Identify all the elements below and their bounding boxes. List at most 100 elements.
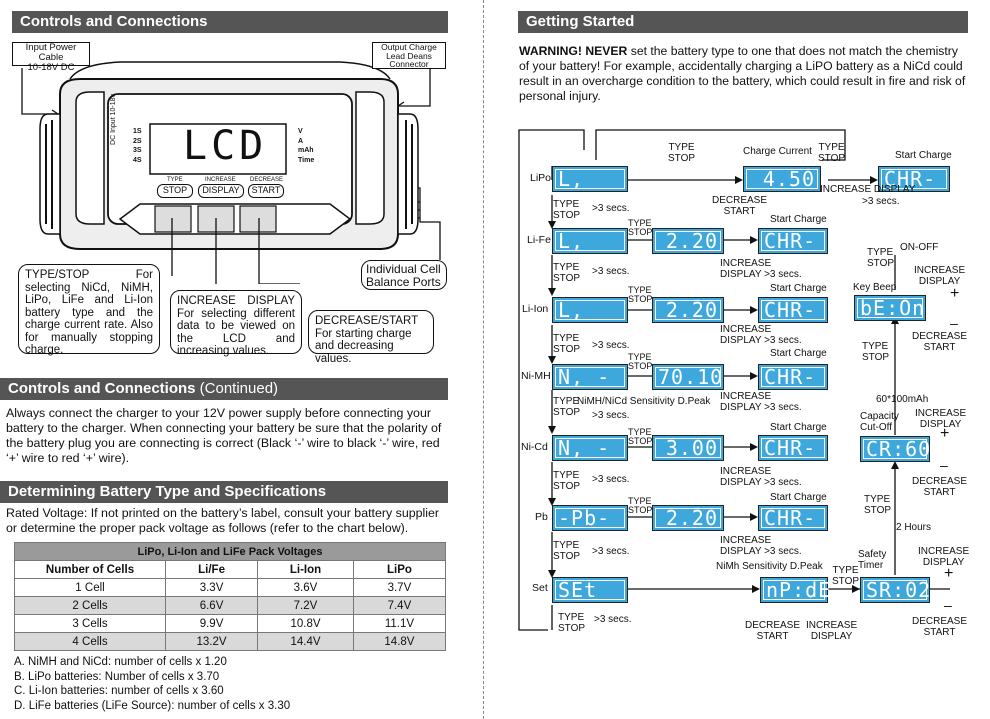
lbl-type-stop-4: TYPE STOP	[553, 396, 581, 418]
lcd-charge-nicd: CHR-	[758, 435, 828, 461]
btn-small-increase: INCREASE	[205, 177, 236, 183]
lbl-start-charge-pb: Start Charge	[770, 492, 827, 503]
output-charge-callout: Output Charge Lead Deans Connector	[372, 42, 446, 69]
table-cell: 3.7V	[352, 578, 447, 597]
lbl-3s-bottom: >3 secs.	[594, 614, 632, 625]
note-a: A. NiMH and NiCd: number of cells x 1.20	[14, 656, 227, 668]
table-header-life: Li/Fe	[164, 560, 259, 579]
lbl-dec-cap: DECREASE START	[912, 476, 968, 498]
lbl-two-hours: 2 Hours	[896, 522, 932, 533]
warning-bold: WARNING! NEVER	[519, 44, 628, 58]
lbl-cap-val: 60*100mAh	[876, 394, 929, 405]
lbl-key-beep: Key Beep	[853, 282, 897, 293]
btn-display[interactable]: DISPLAY	[198, 184, 244, 198]
lbl-3s-5: >3 secs.	[592, 474, 630, 485]
lbl-type-stop-set: TYPE STOP	[832, 565, 860, 587]
lbl-type-stop-top: TYPE STOP	[668, 142, 696, 164]
lcd-type-liion: L, Io	[552, 297, 628, 346]
mode-life: Li-Fe	[527, 234, 551, 246]
plus-cap: +	[940, 425, 950, 442]
getting-started-header: Getting Started	[518, 11, 968, 33]
lcd-type-life: L, FE	[552, 228, 628, 277]
lbl-inc-beep: INCREASE DISPLAY	[914, 265, 966, 287]
lcd-charge-life: CHR-	[758, 228, 828, 254]
lbl-type-stop-nimh: TYPE STOP	[628, 352, 653, 371]
table-cell: 9.9V	[164, 614, 259, 633]
lcd-type-pb: -Pb-	[552, 505, 628, 531]
label-2s: 2S	[133, 137, 142, 145]
lcd-charge-pb: CHR-	[758, 505, 828, 531]
lbl-type-stop-beep: TYPE STOP	[867, 247, 895, 269]
lcd-charge-lipo: CHR-	[878, 166, 950, 192]
mode-set: Set	[532, 582, 548, 594]
type-stop-callout: TYPE/STOP For selecting NiCd, NiMH, LiPo…	[18, 264, 160, 356]
lbl-type-stop-1: TYPE STOP	[553, 199, 581, 221]
btn-stop[interactable]: STOP	[157, 184, 193, 198]
table-cell: 10.8V	[257, 614, 354, 633]
lcd-charge-nimh: CHR-	[758, 364, 828, 390]
table-caption: LiPo, Li-Ion and LiFe Pack Voltages	[14, 542, 446, 561]
input-power-callout: Input Power Cable 10-18V DC	[12, 42, 90, 73]
btn-start[interactable]: START	[248, 184, 284, 198]
lbl-type-stop-cap: TYPE STOP	[862, 341, 890, 363]
mode-lipo: LiPo	[530, 172, 552, 184]
lbl-start-charge-nicd: Start Charge	[770, 422, 827, 433]
lbl-capacity: Capacity Cut-Off	[860, 411, 899, 433]
lbl-type-stop-safety: TYPE STOP	[864, 494, 892, 516]
lbl-dec-npde: DECREASE START	[745, 620, 801, 642]
charger-illustration	[21, 61, 441, 284]
lbl-start-charge-lipo: Start Charge	[895, 150, 952, 161]
lbl-type-stop-liion: TYPE STOP	[628, 285, 653, 304]
lbl-inc-nimh: INCREASE DISPLAY >3 secs.	[720, 391, 802, 413]
mode-liion: Li-Ion	[522, 303, 549, 315]
label-1s: 1S	[133, 128, 142, 135]
continued-suffix: (Continued)	[199, 380, 279, 397]
lbl-sens-set: NiMh Sensitivity D.Peak	[716, 561, 823, 572]
note-b: B. LiPo batteries: Number of cells x 3.7…	[14, 670, 220, 683]
label-v: V	[298, 128, 303, 135]
table-cell: 11.1V	[352, 614, 447, 633]
voltage-notes: A. NiMH and NiCd: number of cells x 1.20…	[14, 655, 290, 713]
column-divider	[483, 0, 484, 719]
lbl-type-stop-life: TYPE STOP	[628, 218, 653, 237]
lbl-inc-pb: INCREASE DISPLAY >3 secs.	[720, 535, 802, 557]
lbl-decrease-start-lipo: DECREASE START	[712, 195, 768, 217]
lbl-charge-current: Charge Current	[743, 146, 812, 157]
lbl-type-stop-nicd: TYPE STOP	[628, 427, 653, 446]
lbl-dec-beep: DECREASE START	[912, 331, 968, 353]
lbl-start-charge-life: Start Charge	[770, 214, 827, 225]
table-cell: 14.4V	[257, 632, 354, 651]
lbl-start-charge-liion: Start Charge	[770, 283, 827, 294]
continued-text: Always connect the charger to your 12V p…	[6, 406, 442, 465]
table-cell: 14.8V	[352, 632, 447, 651]
continued-header: Controls and Connections (Continued)	[0, 378, 448, 400]
continued-title: Controls and Connections	[8, 380, 196, 397]
lbl-type-stop-lipo: TYPE STOP	[818, 142, 846, 164]
lbl-inc-nicd: INCREASE DISPLAY >3 secs.	[720, 466, 802, 488]
lcd-current-nimh: 70.10	[652, 364, 724, 390]
lbl-3s-4: >3 secs.	[592, 410, 630, 421]
minus-safety: –	[944, 597, 952, 613]
plus-safety: +	[944, 565, 954, 582]
lcd-text: LCD	[183, 123, 268, 169]
lcd-current-liion: 2.20	[652, 297, 724, 323]
table-cell: 13.2V	[164, 632, 259, 651]
lcd-right-labels: V A mAh Time	[298, 127, 314, 165]
lbl-inc-npde: INCREASE DISPLAY	[806, 620, 858, 642]
lcd-type-nimh: N, -H	[552, 364, 628, 413]
minus-beep: –	[950, 315, 958, 331]
lbl-3s-6: >3 secs.	[592, 546, 630, 557]
lcd-set-beep: bE:On	[854, 295, 926, 321]
lcd-current-pb: 2.20	[652, 505, 724, 531]
table-row: 4 Cells 13.2V 14.4V 14.8V	[14, 632, 447, 651]
lbl-inc-liion: INCREASE DISPLAY >3 secs.	[720, 324, 802, 346]
note-c: C. Li-Ion batteries: number of cells x 3…	[14, 685, 224, 697]
increase-display-callout: INCREASE DISPLAY For selecting different…	[170, 290, 302, 357]
lbl-increase-word: INCREASE DISPLAY	[820, 184, 916, 195]
lbl-type-stop-5: TYPE STOP	[553, 470, 581, 492]
table-cell: 7.2V	[257, 596, 354, 615]
minus-cap: –	[940, 457, 948, 473]
voltage-table: LiPo, Li-Ion and LiFe Pack Voltages Numb…	[14, 542, 447, 651]
plus-beep: +	[950, 285, 960, 302]
